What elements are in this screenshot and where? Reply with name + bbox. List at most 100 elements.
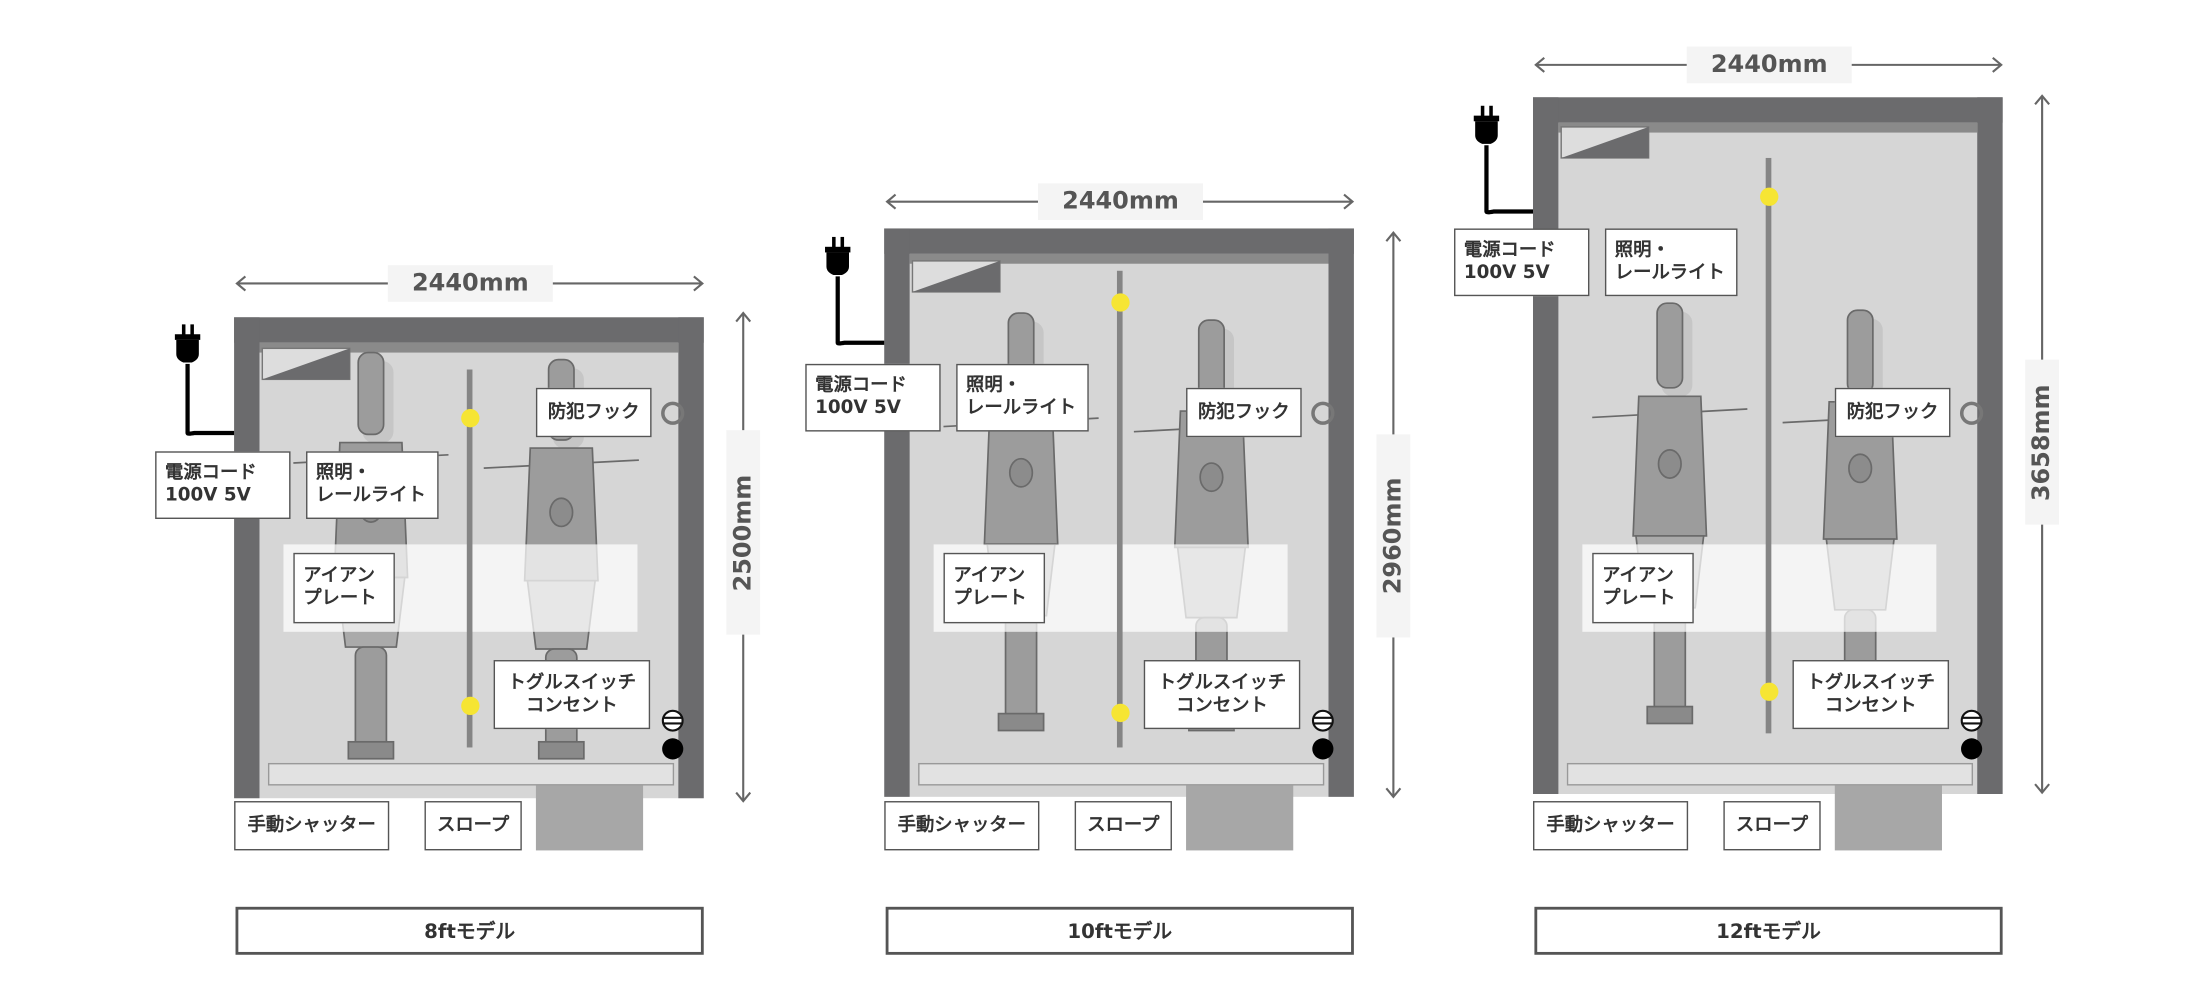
- security-hook-label-line: 防犯フック: [1846, 401, 1939, 423]
- light-dot: [1760, 682, 1779, 701]
- model-3-name-label: 12ftモデル: [1534, 906, 2003, 955]
- arrowhead-icon: [735, 311, 752, 803]
- power-cable: [835, 276, 885, 346]
- outlet-icon: [662, 738, 684, 760]
- ceiling-strip: [1558, 122, 1978, 133]
- iron-plate-label: アイアンプレート: [1592, 552, 1694, 624]
- plug-icon: [1473, 105, 1500, 144]
- iron-plate-label-line: アイアン: [1602, 565, 1674, 587]
- width-dimension-label: 2440mm: [1686, 46, 1852, 84]
- toggle-switch-label: トグルスイッチコンセント: [1792, 660, 1950, 730]
- manual-shutter-label-line: 手動シャッター: [247, 814, 376, 836]
- depth-dimension-label: 3658mm: [2025, 359, 2060, 525]
- arrowhead-icon: [2034, 94, 2050, 795]
- light-rail: [466, 369, 473, 748]
- iron-plate-label-line: プレート: [1602, 588, 1676, 610]
- security-hook-label: 防犯フック: [1834, 387, 1951, 438]
- slope-label-line: スロープ: [1735, 814, 1809, 836]
- slope-label-line: スロープ: [1087, 814, 1160, 836]
- motorcycle: [1592, 302, 1748, 725]
- iron-plate-label-line: アイアン: [303, 565, 375, 587]
- light-dot: [461, 408, 480, 428]
- toggle-switch-label: トグルスイッチコンセント: [493, 660, 651, 730]
- width-dimension-label: 2440mm: [1037, 183, 1203, 221]
- power-cord-label-line: 100V 5V: [165, 485, 251, 507]
- security-hook-label: 防犯フック: [535, 387, 652, 438]
- lighting-label: 照明・レールライト: [1604, 228, 1738, 297]
- plug-icon: [825, 236, 851, 276]
- outlet-icon: [1961, 738, 1983, 760]
- outlet-icon: [1312, 738, 1334, 760]
- outlet-icon: [661, 709, 684, 732]
- security-hook-label: 防犯フック: [1186, 387, 1302, 438]
- light-dot: [1111, 293, 1130, 312]
- arrowhead-icon: [1385, 231, 1402, 799]
- lighting-label: 照明・レールライト: [956, 363, 1089, 432]
- lighting-label-line: 照明・: [966, 375, 1022, 397]
- slope-label: スロープ: [1723, 801, 1821, 851]
- iron-plate-label-line: プレート: [953, 588, 1027, 610]
- shutter: [267, 762, 675, 786]
- arrowhead-icon: [235, 275, 704, 292]
- toggle-switch-label-line: トグルスイッチ: [1157, 672, 1287, 694]
- lighting-label-line: レールライト: [315, 485, 426, 507]
- security-hook-label-line: 防犯フック: [1198, 401, 1290, 423]
- power-cable: [1484, 145, 1533, 215]
- toggle-switch-label: トグルスイッチコンセント: [1143, 660, 1301, 730]
- model-3-slope: [1834, 785, 1942, 851]
- toggle-switch-label-line: コンセント: [1176, 694, 1268, 716]
- security-hook-icon: [1959, 401, 1984, 425]
- manual-shutter-label-line: 手動シャッター: [897, 814, 1026, 836]
- light-dot: [461, 696, 480, 716]
- power-cord-label-line: 電源コード: [815, 375, 907, 397]
- iron-plate-label: アイアンプレート: [943, 552, 1046, 624]
- manual-shutter-label: 手動シャッター: [1532, 801, 1689, 851]
- lighting-label: 照明・レールライト: [306, 451, 439, 519]
- power-cord-label-line: 100V 5V: [1463, 262, 1550, 284]
- power-cord-label-line: 電源コード: [165, 462, 257, 484]
- lighting-label-line: レールライト: [1614, 262, 1725, 284]
- power-cord-label-line: 電源コード: [1463, 239, 1556, 261]
- security-hook-label-line: 防犯フック: [547, 401, 640, 423]
- slope-label: スロープ: [1074, 801, 1172, 851]
- manual-shutter-label: 手動シャッター: [884, 801, 1040, 851]
- light-dot: [1111, 703, 1130, 723]
- depth-dimension-label: 2960mm: [1376, 434, 1411, 638]
- power-cable: [185, 363, 235, 436]
- slope-label-line: スロープ: [437, 814, 510, 836]
- lighting-label-line: 照明・: [315, 462, 371, 484]
- manual-shutter-label-line: 手動シャッター: [1546, 814, 1675, 836]
- outlet-icon: [1960, 709, 1983, 732]
- lighting-label-line: レールライト: [966, 397, 1077, 419]
- plug-icon: [174, 324, 201, 363]
- toggle-switch-label-line: コンセント: [526, 694, 618, 716]
- arrowhead-icon: [1534, 57, 2003, 73]
- depth-dimension-label: 2500mm: [726, 430, 761, 635]
- manual-shutter-label: 手動シャッター: [234, 801, 390, 851]
- shutter: [1566, 762, 1974, 786]
- ceiling-strip: [259, 342, 679, 353]
- slope-label: スロープ: [424, 801, 522, 851]
- lighting-label-line: 照明・: [1614, 239, 1670, 261]
- model-1-slope: [535, 785, 644, 851]
- iron-plate-label: アイアンプレート: [293, 552, 395, 624]
- toggle-switch-label-line: トグルスイッチ: [1806, 672, 1935, 694]
- light-dot: [1760, 187, 1779, 206]
- iron-plate-label-line: アイアン: [953, 565, 1026, 587]
- outlet-icon: [1311, 709, 1334, 732]
- toggle-switch-label-line: トグルスイッチ: [507, 672, 637, 694]
- arrowhead-icon: [885, 193, 1355, 210]
- model-2-slope: [1186, 785, 1294, 851]
- ceiling-strip: [909, 253, 1329, 264]
- toggle-switch-label-line: コンセント: [1824, 694, 1917, 716]
- model-1-name-label: 8ftモデル: [235, 906, 704, 955]
- light-rail: [1765, 157, 1772, 734]
- security-hook-icon: [1311, 401, 1335, 425]
- iron-plate-label-line: プレート: [303, 588, 377, 610]
- light-rail: [1116, 270, 1123, 748]
